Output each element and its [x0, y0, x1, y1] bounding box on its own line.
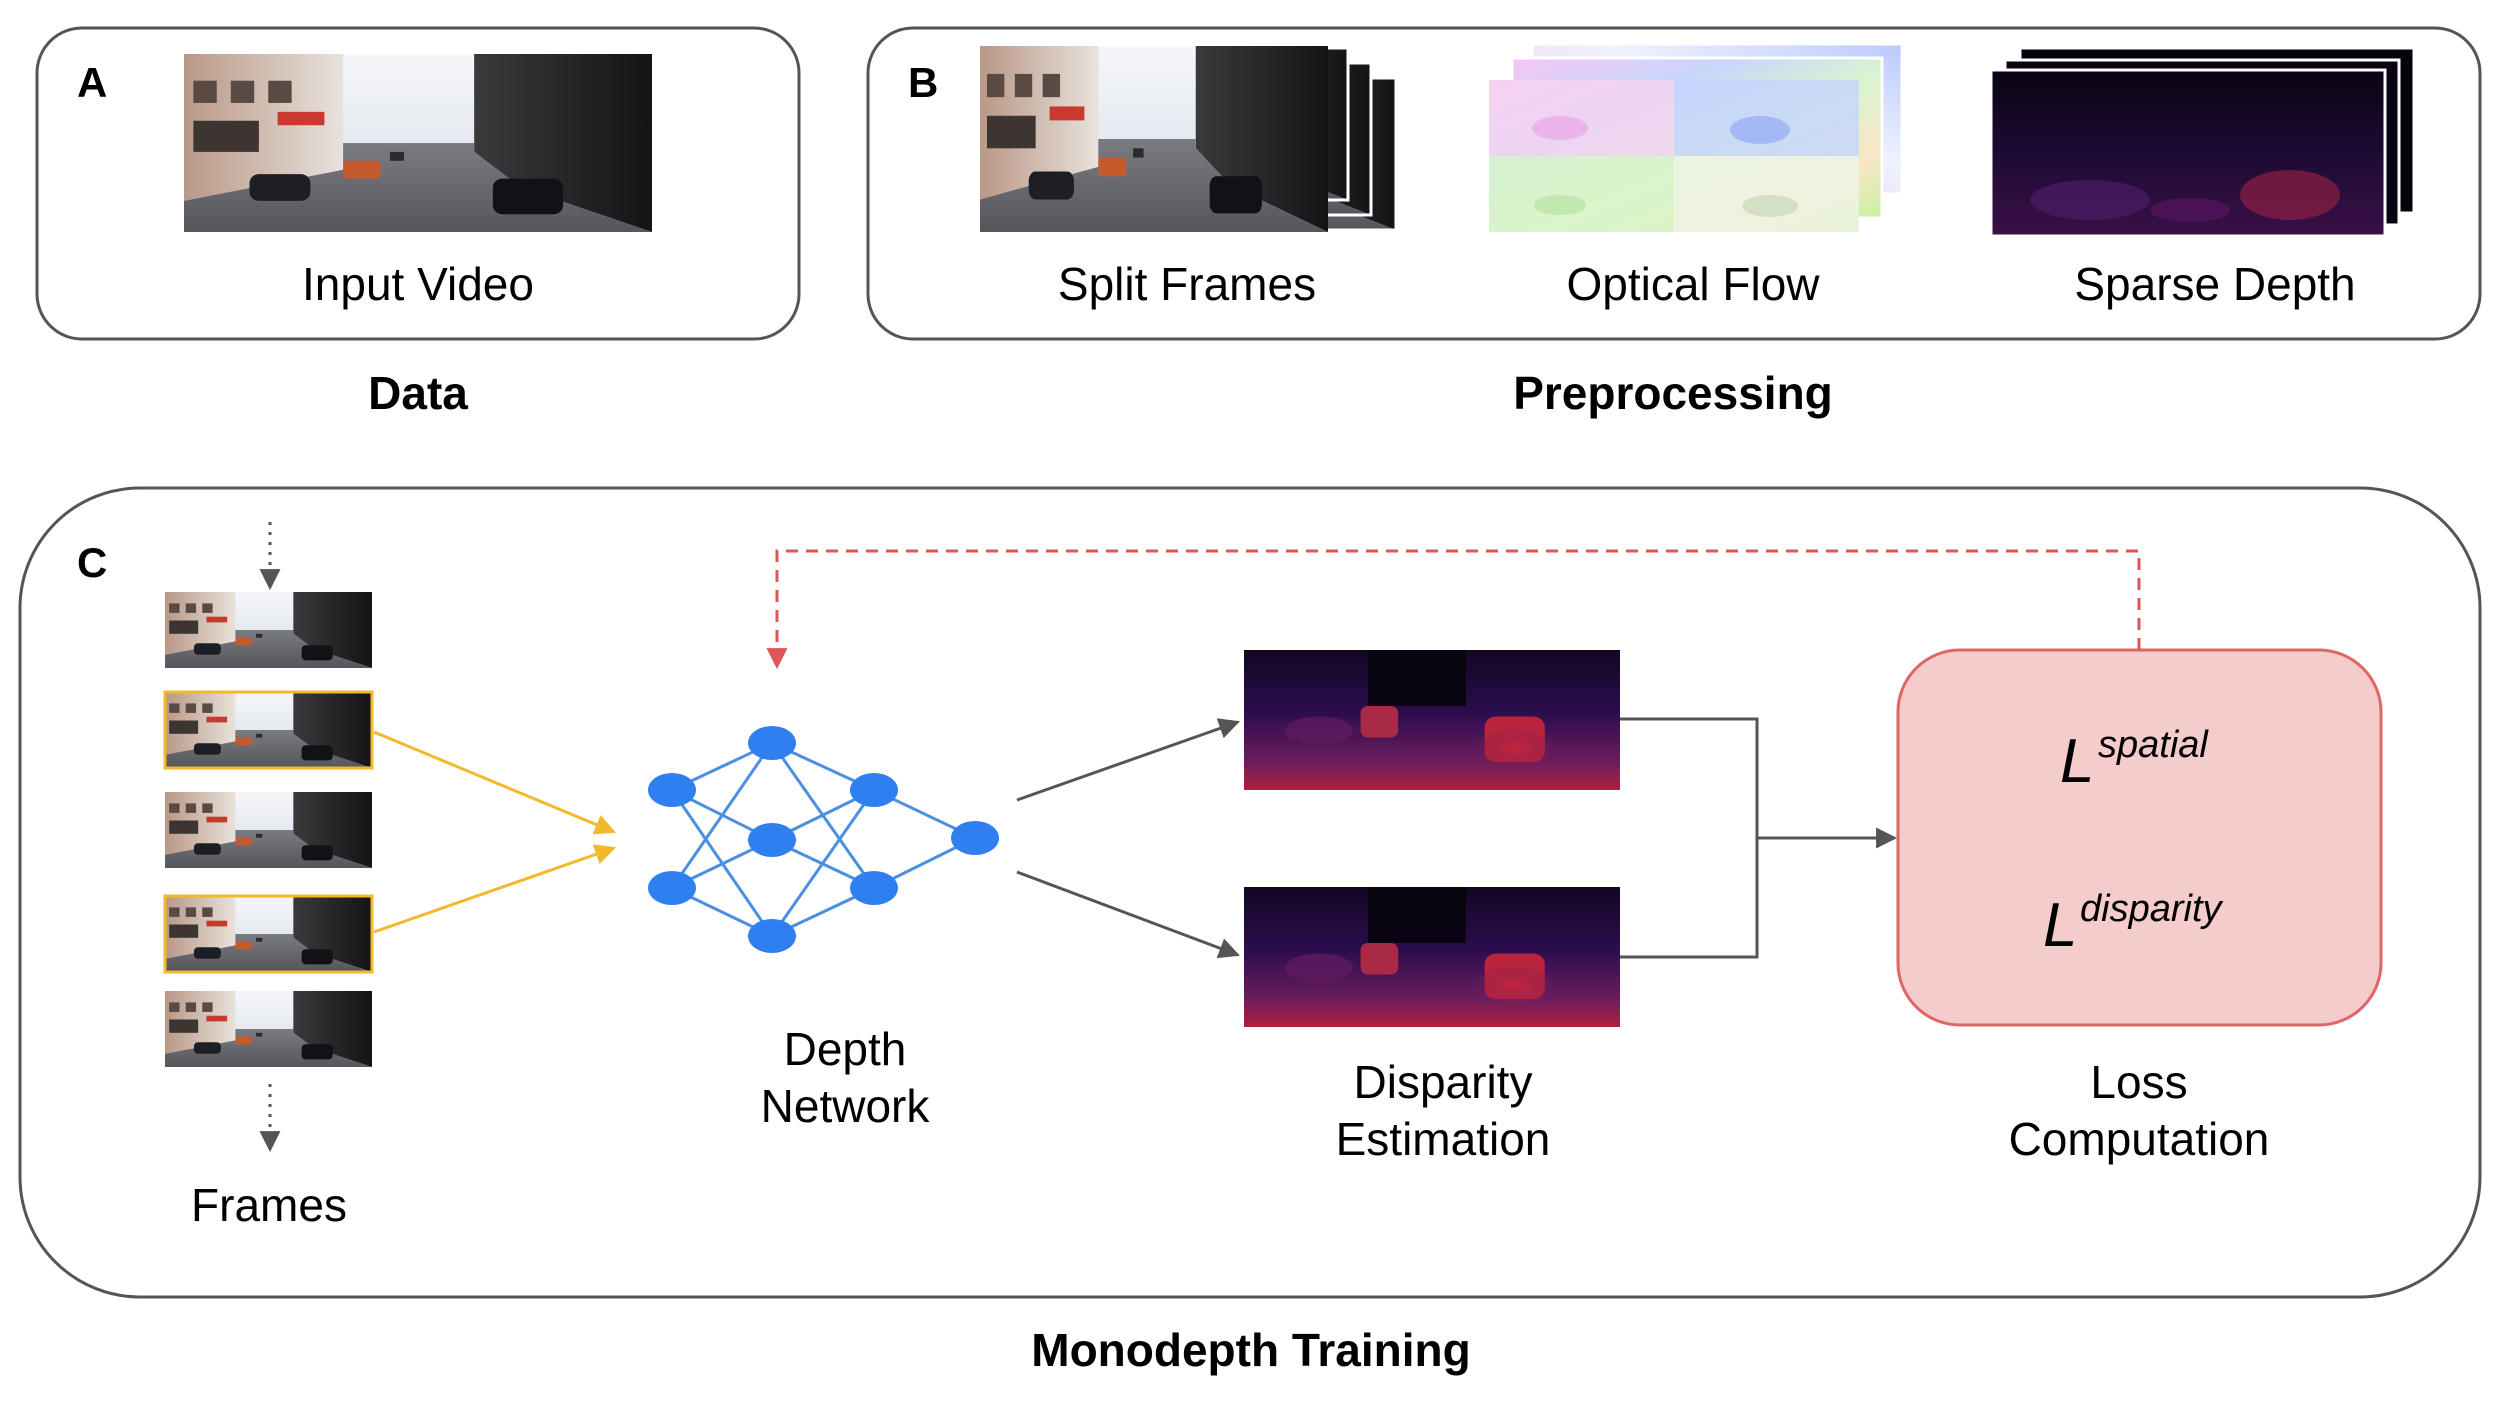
loss-label-2: Computation — [2009, 1113, 2270, 1165]
loss-term-disparity-superscript: disparity — [2080, 888, 2223, 930]
depth-network-label: Depth — [784, 1023, 907, 1075]
loss-term-disparity: L disparity — [2043, 888, 2223, 960]
depth-network-label-line1: Depth — [784, 1023, 907, 1075]
neuron — [748, 823, 796, 857]
frame-to-network-arrow-2 — [373, 844, 616, 934]
panel-c-letter: C — [77, 539, 107, 586]
neuron — [648, 871, 696, 905]
split-frames-stack — [980, 46, 1398, 232]
neuron — [748, 919, 796, 953]
frame-thumbnail-4 — [163, 894, 374, 974]
panel-a-letter: A — [77, 59, 107, 106]
loss-term-spatial-superscript: spatial — [2098, 724, 2209, 766]
panel-c: C Frames — [18, 486, 2482, 1299]
loss-label-line1: Loss — [2090, 1056, 2187, 1108]
optical-flow-caption: Optical Flow — [1566, 258, 1820, 310]
loss-box — [1896, 648, 2383, 1027]
loss-label: Loss — [2090, 1056, 2187, 1108]
disparity-label: Disparity — [1354, 1056, 1533, 1108]
optical-flow-stack — [1489, 42, 1904, 232]
frame-thumbnail-1 — [165, 592, 372, 668]
network-neurons — [648, 726, 999, 953]
disparity-map-top — [1244, 650, 1620, 790]
split-frames-caption: Split Frames — [1058, 258, 1316, 310]
frames-label: Frames — [191, 1179, 347, 1231]
neuron — [748, 726, 796, 760]
loss-term-spatial-base: L — [2060, 727, 2094, 796]
panel-b-letter: B — [908, 59, 938, 106]
depth-network-label-2: Network — [761, 1080, 931, 1132]
frame-thumbnail-5 — [165, 991, 372, 1067]
loss-feedback-dashed-arrow — [766, 549, 2141, 670]
neuron — [951, 821, 999, 855]
panel-a: A Input Video — [35, 26, 801, 341]
preprocessing-section-title: Preprocessing — [1513, 367, 1833, 419]
data-section-title: Data — [368, 367, 468, 419]
depth-network-label-line2: Network — [761, 1080, 931, 1132]
sparse-depth-caption: Sparse Depth — [2074, 258, 2355, 310]
disparity-label-line2: Estimation — [1336, 1113, 1551, 1165]
frames-column: Frames — [163, 522, 374, 1231]
network-to-disparity-arrow-bottom — [1016, 870, 1240, 959]
neuron — [850, 773, 898, 807]
frame-to-network-arrow-1 — [373, 730, 616, 835]
loss-term-disparity-base: L — [2043, 891, 2077, 960]
neuron — [648, 773, 696, 807]
disparity-map-bottom — [1244, 887, 1620, 1027]
panel-b: B Split Frames Optical Flow — [866, 26, 2482, 341]
monodepth-training-section-title: Monodepth Training — [1031, 1324, 1471, 1376]
frame-thumbnail-2 — [163, 690, 374, 770]
frame-thumbnail-3 — [165, 792, 372, 868]
input-video-thumbnail — [184, 54, 652, 232]
disparity-label-line1: Disparity — [1354, 1056, 1533, 1108]
input-video-caption: Input Video — [302, 258, 534, 310]
disparity-label-2: Estimation — [1336, 1113, 1551, 1165]
loss-term-spatial: L spatial — [2060, 724, 2209, 796]
network-to-disparity-arrow-top — [1016, 718, 1240, 802]
neuron — [850, 871, 898, 905]
loss-label-line2: Computation — [2009, 1113, 2270, 1165]
depth-network-graph — [648, 726, 999, 953]
sparse-depth-stack — [1989, 46, 2416, 238]
